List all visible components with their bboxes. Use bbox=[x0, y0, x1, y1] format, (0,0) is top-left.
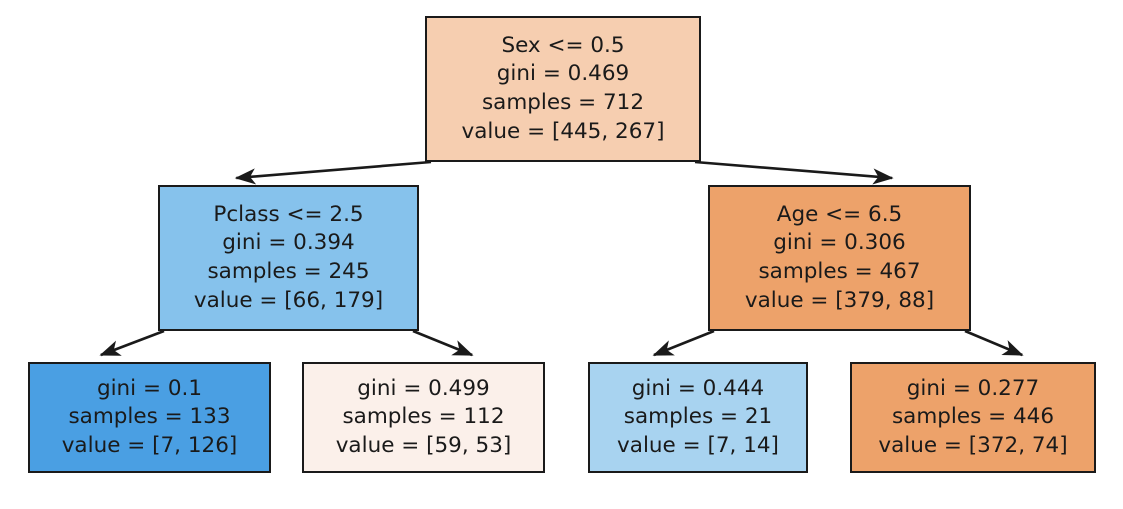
node-value: value = [7, 14] bbox=[617, 432, 779, 458]
node-condition: Age <= 6.5 bbox=[776, 201, 903, 227]
node-samples: samples = 446 bbox=[891, 404, 1055, 430]
tree-edge-root-to-left bbox=[234, 160, 432, 185]
node-value: value = [66, 179] bbox=[193, 287, 384, 313]
tree-edge-root-to-right bbox=[694, 160, 894, 185]
node-condition: Pclass <= 2.5 bbox=[213, 201, 364, 227]
node-samples: samples = 112 bbox=[342, 404, 505, 430]
node-samples: samples = 21 bbox=[623, 404, 773, 430]
node-value: value = [372, 74] bbox=[878, 432, 1068, 458]
node-gini: gini = 0.444 bbox=[631, 375, 765, 401]
tree-edge-right-to-leaf3 bbox=[652, 329, 715, 357]
node-gini: gini = 0.277 bbox=[906, 375, 1040, 401]
node-samples: samples = 133 bbox=[68, 404, 231, 430]
node-value: value = [7, 126] bbox=[61, 432, 238, 458]
node-value: value = [59, 53] bbox=[335, 432, 512, 458]
node-gini: gini = 0.499 bbox=[357, 375, 490, 401]
tree-edge-left-to-leaf1 bbox=[99, 329, 165, 357]
tree-decision-node: Age <= 6.5 gini = 0.306 samples = 467 value… bbox=[708, 185, 971, 331]
node-gini: gini = 0.469 bbox=[496, 61, 630, 87]
node-samples: samples = 245 bbox=[207, 259, 370, 284]
tree-edge-left-to-leaf2 bbox=[412, 329, 474, 357]
node-samples: samples = 467 bbox=[758, 259, 921, 284]
tree-edge-right-to-leaf4 bbox=[964, 329, 1024, 357]
node-gini: gini = 0.394 bbox=[222, 230, 355, 256]
node-gini: gini = 0.1 bbox=[96, 375, 203, 401]
node-samples: samples = 712 bbox=[481, 90, 645, 115]
node-value: value = [379, 88] bbox=[744, 287, 935, 313]
tree-decision-node: Sex <= 0.5 gini = 0.469 samples = 712 value… bbox=[425, 16, 701, 162]
node-value: value = [445, 267] bbox=[461, 118, 665, 144]
node-condition: Sex <= 0.5 bbox=[501, 32, 625, 58]
node-gini: gini = 0.306 bbox=[773, 230, 906, 256]
tree-decision-node: Pclass <= 2.5 gini = 0.394 samples = 245 va… bbox=[158, 185, 419, 331]
